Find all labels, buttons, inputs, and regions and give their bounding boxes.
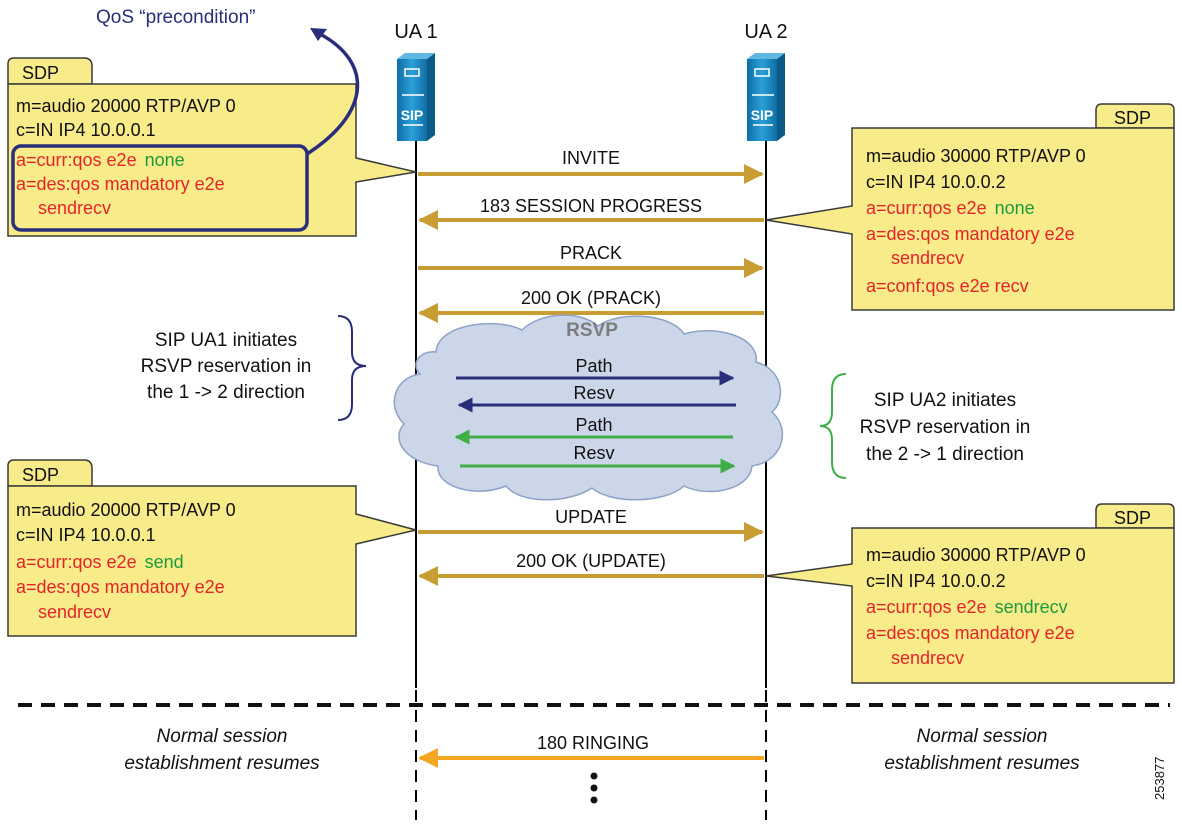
rsvp-resv-2to1-label: Resv — [573, 443, 614, 463]
sdp-m-line: m=audio 20000 RTP/AVP 0 — [16, 96, 236, 116]
resume-left-line-2: establishment resumes — [124, 753, 320, 774]
sdp-box-ua2-update: SDP m=audio 30000 RTP/AVP 0 c=IN IP4 10.… — [765, 503, 1175, 684]
ua1-note-brace — [337, 315, 367, 421]
sdp-des-cont-line: sendrecv — [891, 248, 964, 268]
ua2-note-line-3: the 2 -> 1 direction — [866, 444, 1024, 465]
update-label: UPDATE — [555, 507, 627, 527]
invite-label: INVITE — [562, 148, 620, 168]
ua1-note-line-2: RSVP reservation in — [141, 356, 312, 377]
resume-right-line-2: establishment resumes — [884, 753, 1080, 774]
sdp-tab-label: SDP — [22, 465, 59, 485]
ua1-note-line-3: the 1 -> 2 direction — [147, 382, 305, 403]
ok-prack-label: 200 OK (PRACK) — [521, 288, 661, 308]
ua2-label: UA 2 — [744, 21, 787, 43]
rsvp-cloud — [393, 314, 783, 501]
sdp-c-line: c=IN IP4 10.0.0.2 — [866, 571, 1006, 591]
ua1-server-icon: SIP — [397, 53, 435, 141]
ua2-note-brace — [819, 373, 847, 479]
sdp-des-cont-line: sendrecv — [891, 648, 964, 668]
resume-right-line-1: Normal session — [917, 726, 1048, 747]
sdp-box-ua1-update: SDP m=audio 20000 RTP/AVP 0 c=IN IP4 10.… — [7, 459, 417, 637]
sdp-tab-label: SDP — [1114, 508, 1151, 528]
sdp-des-cont-line: sendrecv — [38, 602, 111, 622]
sdp-m-line: m=audio 30000 RTP/AVP 0 — [866, 545, 1086, 565]
ua1-rsvp-note: SIP UA1 initiates RSVP reservation in th… — [141, 315, 367, 421]
sdp-des-line: a=des:qos mandatory e2e — [866, 224, 1075, 244]
qos-precondition-arrowhead — [310, 28, 327, 41]
rsvp-path-1to2-label: Path — [575, 356, 612, 376]
sdp-box-ua1-invite: SDP m=audio 20000 RTP/AVP 0 c=IN IP4 10.… — [7, 57, 417, 237]
sdp-m-line: m=audio 30000 RTP/AVP 0 — [866, 146, 1086, 166]
sdp-box-ua2-progress: SDP m=audio 30000 RTP/AVP 0 c=IN IP4 10.… — [765, 103, 1175, 311]
qos-precondition-highlight — [11, 144, 309, 232]
ua2-server-icon: SIP — [747, 53, 785, 141]
ua2-rsvp-note: SIP UA2 initiates RSVP reservation in th… — [819, 373, 1031, 479]
sdp-des-line: a=des:qos mandatory e2e — [16, 577, 225, 597]
sdp-des-line: a=des:qos mandatory e2e — [866, 623, 1075, 643]
rsvp-label: RSVP — [566, 320, 618, 341]
sdp-des-cont-line: sendrecv — [38, 198, 111, 218]
ua1-server-logo: SIP — [401, 107, 424, 123]
sdp-conf-line: a=conf:qos e2e recv — [866, 276, 1029, 296]
sdp-c-line: c=IN IP4 10.0.0.1 — [16, 525, 156, 545]
ua2-server-logo: SIP — [751, 107, 774, 123]
sdp-des-line: a=des:qos mandatory e2e — [16, 174, 225, 194]
ua1-label: UA 1 — [394, 21, 437, 43]
sdp-c-line: c=IN IP4 10.0.0.1 — [16, 120, 156, 140]
prack-label: PRACK — [560, 243, 622, 263]
ua2-note-line-2: RSVP reservation in — [860, 417, 1031, 438]
qos-precondition-annotation: QoS “precondition” — [96, 7, 255, 28]
sdp-m-line: m=audio 20000 RTP/AVP 0 — [16, 500, 236, 520]
figure-id: 253877 — [1152, 757, 1167, 800]
sdp-c-line: c=IN IP4 10.0.0.2 — [866, 172, 1006, 192]
ua1-note-line-1: SIP UA1 initiates — [155, 330, 297, 351]
sdp-tab-label: SDP — [1114, 108, 1151, 128]
ok-update-label: 200 OK (UPDATE) — [516, 551, 666, 571]
progress-label: 183 SESSION PROGRESS — [480, 196, 702, 216]
ua2-note-line-1: SIP UA2 initiates — [874, 390, 1016, 411]
sdp-tab-label: SDP — [22, 63, 59, 83]
ringing-label: 180 RINGING — [537, 733, 649, 753]
resume-left-line-1: Normal session — [157, 726, 288, 747]
continuation-ellipsis — [590, 772, 598, 804]
rsvp-resv-1to2-label: Resv — [573, 383, 614, 403]
rsvp-path-2to1-label: Path — [575, 415, 612, 435]
qos-precondition-arrow — [306, 32, 360, 156]
